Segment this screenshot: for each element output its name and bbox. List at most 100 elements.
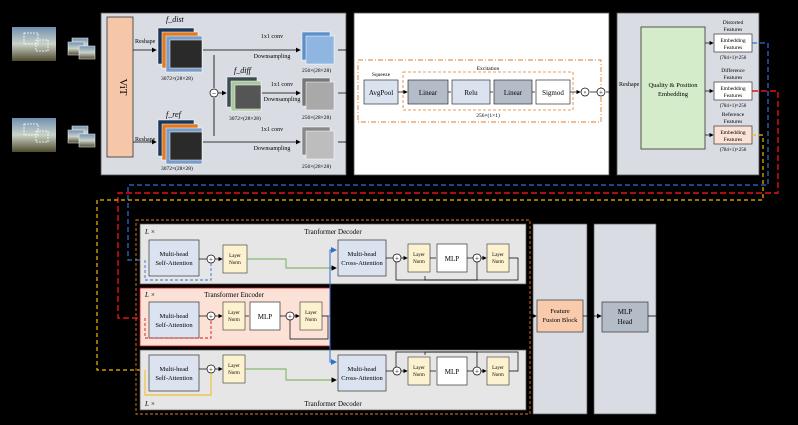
encoder-mhsa-line1: Multi-head — [160, 313, 190, 320]
reference-embedding-line2: Features — [724, 137, 743, 143]
encoder-mhsa-line2: Self-Attention — [155, 322, 193, 329]
downsampling-label-bottom: Downsampling — [254, 146, 291, 152]
qp-embedding-line1: Quality & Position — [648, 82, 698, 89]
top-mhsa-block — [148, 239, 200, 277]
multiply-operator — [580, 87, 590, 97]
encoder-ln2-line2: Norm — [305, 318, 317, 323]
encoder-add-2-symbol: + — [288, 313, 292, 321]
avgpool-label: AvgPool — [369, 89, 393, 97]
top-ln3-line1: Layer — [492, 253, 504, 258]
top-residual-link — [144, 260, 212, 281]
distorted-embedding-line2: Features — [724, 45, 743, 51]
difference-embedding-line1: Embedding — [720, 86, 746, 92]
difference-embedding-line2: Features — [724, 93, 743, 99]
top-mlp-label: MLP — [445, 255, 460, 263]
reference-route-line — [96, 134, 764, 371]
reference-embedding-line1: Embedding — [720, 130, 746, 136]
linear1-label: Linear — [419, 89, 438, 97]
bottom-residual-link — [144, 370, 212, 396]
reference-embedding-dim: (784+1)×256 — [720, 148, 747, 153]
se-out-dim: 256×(1×1) — [476, 112, 500, 119]
reference-features-line2: Features — [724, 119, 743, 125]
linear2-label: Linear — [504, 89, 523, 97]
bottom-add-2-symbol: + — [395, 368, 399, 376]
sigmoid-label: Sigmod — [542, 89, 564, 97]
conv-label-top: 1x1 conv — [261, 34, 283, 40]
bottom-mhca-line2: Cross-Attention — [341, 375, 383, 382]
bottom-mhsa-block — [148, 354, 200, 392]
bottom-decoder-title: Tranformer Decoder — [304, 400, 362, 408]
top-ln2-line1: Layer — [413, 253, 425, 258]
ffb-line1: Feature — [550, 308, 570, 315]
qp-embedding-line2: Embedding — [658, 91, 689, 98]
quality-position-embedding — [640, 26, 706, 150]
f-ref-tensor — [157, 119, 203, 165]
bottom-add-1-symbol: + — [209, 366, 213, 374]
mlp-head-line2: Head — [618, 318, 633, 326]
distorted-patches — [67, 37, 96, 60]
vit-block — [106, 16, 134, 158]
difference-features-line1: Difference — [721, 67, 745, 74]
sigmoid-block — [535, 79, 571, 105]
bottom-ln1-line2: Norm — [228, 371, 240, 376]
transformer-outer-frame — [135, 219, 531, 415]
vit-label: ViT — [117, 78, 129, 95]
bottom-ln2-line1: Layer — [413, 366, 425, 371]
bottom-mhsa-line2: Self-Attention — [155, 375, 193, 382]
difference-features-line2: Features — [724, 75, 743, 81]
top-layernorm-2 — [407, 243, 431, 273]
encoder-add-1-symbol: + — [209, 313, 213, 321]
distorted-route-line — [127, 42, 769, 261]
top-mhsa-line2: Self-Attention — [155, 260, 193, 267]
encoder-to-top-decoder-link — [328, 247, 337, 317]
reference-image — [12, 118, 56, 152]
top-add-2-symbol: + — [395, 255, 399, 263]
encoder-ln1-line2: Norm — [228, 318, 240, 323]
top-ln1-line1: Layer — [229, 254, 241, 259]
encoder-residual-link — [144, 318, 212, 339]
bottom-mhca-line1: Multi-head — [348, 366, 378, 373]
f-diff-tensor — [226, 76, 262, 112]
distorted-embedding-line1: Embedding — [720, 38, 746, 44]
encoder-title: Transformer Encoder — [204, 291, 264, 299]
subtract-symbol: − — [212, 89, 217, 98]
bottom-layernorm-1 — [222, 354, 246, 384]
top-decoder-lx: L × — [144, 228, 155, 236]
bottom-mhsa-line1: Multi-head — [160, 366, 190, 373]
difference-embedding-dim: (784+1)×256 — [720, 104, 747, 109]
bottom-ln3-line2: Norm — [492, 373, 504, 378]
top-mhsa-line1: Multi-head — [160, 251, 190, 258]
squeeze-label: Squeeze — [372, 72, 391, 78]
bottom-layernorm-3 — [486, 356, 510, 386]
bottom-mlp-block — [436, 356, 468, 386]
top-add-3-symbol: + — [475, 255, 479, 263]
reference-features-line1: Reference — [722, 111, 745, 118]
embedding-reshape-label: Reshape — [619, 82, 640, 88]
distorted-embedding-dim: (784+1)×256 — [720, 56, 747, 61]
distorted-features-line1: Distorted — [723, 20, 744, 26]
relu-label: Relu — [464, 89, 478, 97]
encoder-layernorm-1 — [222, 301, 246, 331]
encoder-to-bottom-decoder-link — [329, 316, 337, 365]
f-diff-label: f_diff — [234, 66, 253, 75]
top-mhca-line2: Cross-Attention — [341, 260, 383, 267]
se-add-symbol: + — [599, 89, 603, 97]
reshape-label-bottom: Reshape — [135, 137, 156, 143]
f-dist-tensor — [157, 27, 203, 73]
feature-fusion-block — [536, 299, 584, 333]
encoder-lx: L × — [144, 291, 155, 299]
top-layernorm-1 — [222, 244, 248, 274]
bottom-add-3-symbol: + — [475, 368, 479, 376]
encoder-ln2-line1: Layer — [305, 311, 317, 316]
top-decoder-title: Tranformer Decoder — [304, 228, 362, 236]
bottom-layernorm-2 — [407, 356, 431, 386]
bottom-mlp-label: MLP — [445, 368, 460, 376]
top-mhca-line1: Multi-head — [348, 251, 378, 258]
linear2-block — [493, 79, 533, 105]
bottom-ln2-line2: Norm — [413, 373, 425, 378]
excitation-dashed-frame — [402, 71, 574, 111]
reference-output-tensor — [301, 126, 335, 160]
bottom-mhca-block — [337, 354, 387, 392]
difference-output-tensor — [301, 77, 335, 111]
bottom-ln1-line1: Layer — [228, 364, 240, 369]
